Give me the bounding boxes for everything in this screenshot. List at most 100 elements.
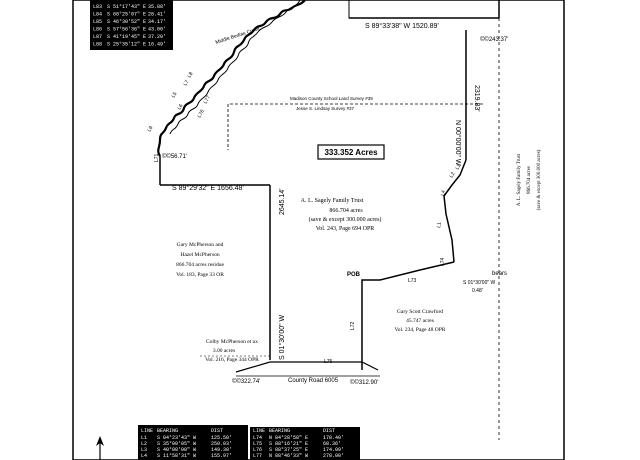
trust-vol: Vol. 243, Page 694 OPR <box>316 226 375 232</box>
table-cell: L3 <box>141 447 147 453</box>
mcpherson-acres: 866.704 acres residue <box>176 262 224 268</box>
line-tag: L2 <box>449 171 457 179</box>
table-cell: 170.40' <box>323 435 344 441</box>
table-cell: 35.88' <box>148 4 166 10</box>
line-tag: L7 <box>183 79 191 87</box>
table-cell: L4 <box>141 453 147 459</box>
line-tag: L4 <box>440 190 447 197</box>
line-tag: L3 <box>455 163 463 171</box>
colby-vol: Vol. 216, Page 344 OPR <box>205 357 259 363</box>
crawford-name: Gary Scott Crawford <box>397 308 443 315</box>
table-cell: 174.09' <box>323 447 344 453</box>
line-tag: L8 <box>187 71 195 79</box>
table-cell: L1 <box>141 435 147 441</box>
table-cell: L86 <box>93 27 102 33</box>
creek-bank <box>169 0 301 135</box>
north-parcel-box <box>348 0 500 19</box>
east-trust-name: A. L. Sagely Family Trust <box>517 153 522 206</box>
table-cell: L88 <box>93 42 102 48</box>
table-cell: L74 <box>253 435 262 441</box>
trust-note: (save & except 300.000 acres) <box>309 216 382 223</box>
table-cell: S 46°30'52" E <box>107 19 146 25</box>
east-trust-note: (save & except 300.000 acres) <box>537 149 542 210</box>
table-cell: L75 <box>253 441 262 447</box>
colby-acres: 3.00 acres <box>213 348 235 354</box>
line-tag: L6 <box>177 103 185 111</box>
table-cell: S 57°56'36" E <box>107 27 146 33</box>
table-header: BEARING <box>157 428 178 434</box>
table-cell: L76 <box>253 447 262 453</box>
colby-name: Colby McPherson et ux <box>206 339 258 345</box>
mcpherson-name: Gary McPherson and <box>177 242 224 248</box>
bearing-callout-value: S 01°30'00" W <box>463 280 496 286</box>
road-label: County Road 6005 <box>288 378 339 384</box>
table-cell: N 84°28'58" E <box>269 435 308 441</box>
west-corner-label: ©©56.71' <box>162 153 187 160</box>
page-border <box>72 0 565 460</box>
line-tag: L75 <box>324 359 333 365</box>
survey-line-1: Madison County School Land Survey #39 <box>290 96 373 101</box>
mcpherson-vol: Vol. 183, Page 33 OR <box>176 272 224 278</box>
table-cell: S 51°17'43" E <box>107 4 146 10</box>
line-tag: L5 <box>171 91 179 99</box>
east-jog-boundary <box>443 159 467 263</box>
east-bearing-label: N 00°00'00" W <box>454 120 462 166</box>
south-bearing-label: S 01°30'00" W <box>278 314 286 360</box>
table-cell: S 04°23'43" W <box>157 435 196 441</box>
table-cell: S 41°19'45" E <box>107 34 146 40</box>
bottom-line-table-right: LINE BEARING DIST L74 N 84°28'58" E 170.40' L7… <box>250 427 360 460</box>
table-cell: 28.41' <box>148 12 166 18</box>
sw-corner-label: ©©322.74' <box>232 378 260 385</box>
south-distance-label: 2645.14' <box>279 188 286 215</box>
trust-name: A. L. Sagely Family Trust <box>301 198 364 204</box>
table-cell: 34.17' <box>148 19 166 25</box>
table-cell: L87 <box>93 34 102 40</box>
survey-line-2: Jesse S. Lindsay Survey #37 <box>296 106 355 111</box>
table-cell: L2 <box>141 441 147 447</box>
table-header: LINE <box>253 428 265 434</box>
bearing-callout-dist: 0.48' <box>472 288 483 294</box>
east-distance-label: 2319.83' <box>473 85 480 112</box>
line-tag: L73 <box>408 278 417 284</box>
road-line <box>235 361 379 373</box>
line-tag: L74 <box>440 257 446 266</box>
table-cell: L84 <box>93 12 102 18</box>
pob-label: POB <box>347 272 361 278</box>
table-cell: 43.00' <box>148 27 166 33</box>
table-cell: S 25°35'12" E <box>107 42 146 48</box>
south-east-boundary <box>361 261 455 370</box>
table-cell: 125.50' <box>211 435 232 441</box>
table-cell: S 88°16'21" E <box>269 441 308 447</box>
line-tag: L1 <box>436 222 443 229</box>
line-tag: L72 <box>350 321 356 330</box>
table-header: LINE <box>141 428 153 434</box>
acreage-title: 333.352 Acres <box>324 148 378 157</box>
table-cell: 37.20' <box>148 34 166 40</box>
east-trust-acres: 866.704 acres <box>527 166 532 194</box>
table-cell: L83 <box>93 4 102 10</box>
trust-acres: 866.704 acres <box>329 208 363 214</box>
table-cell: L77 <box>253 453 262 459</box>
mcpherson-name2: Hazel McPherson <box>180 252 220 258</box>
table-header: DIST <box>323 428 335 434</box>
table-header: DIST <box>211 428 223 434</box>
table-cell: 16.49' <box>148 42 166 48</box>
acreage-box <box>317 144 385 160</box>
table-header: BEARING <box>269 428 290 434</box>
north-bearing-label: S 89°33'38" W 1520.89' <box>365 22 439 30</box>
table-cell: S 35°00'05" W <box>157 441 196 447</box>
road-corner-label: ©©312.90' <box>350 379 378 386</box>
middle-bearing-label: S 89°29'32" E 1656.48' <box>172 184 244 192</box>
crawford-acres: 45.747 acres <box>406 318 434 324</box>
table-cell: S 88°37'25" E <box>269 447 308 453</box>
table-cell: 68.36' <box>323 441 341 447</box>
line-tag: L9 <box>147 125 155 133</box>
table-cell: S 11°58'31" W <box>157 453 196 459</box>
table-cell: 149.30' <box>211 447 232 453</box>
table-cell: S 68°25'07" E <box>107 12 146 18</box>
table-cell: L85 <box>93 19 102 25</box>
